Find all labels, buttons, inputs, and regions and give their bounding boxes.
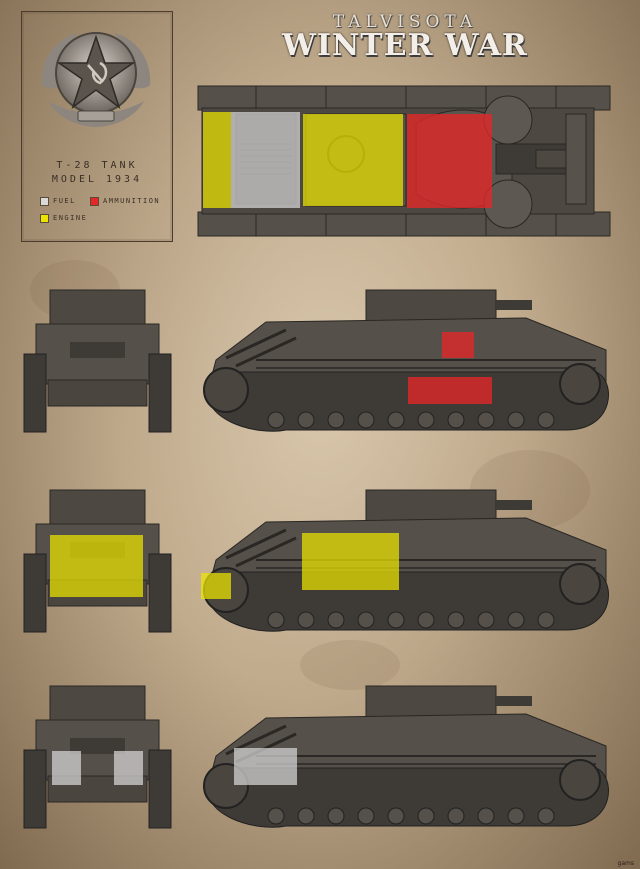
fuel-swatch — [40, 196, 49, 206]
soviet-star-emblem-icon — [41, 32, 151, 127]
side-engine-highlight-rear — [201, 573, 231, 599]
side-ammunition-highlight-hull — [408, 377, 492, 404]
tank-front-view-fuel — [23, 685, 172, 829]
side-ammunition-highlight-turret — [442, 332, 474, 358]
legend-item-fuel: FUEL — [40, 196, 76, 206]
side-engine-highlight — [302, 533, 399, 590]
top-engine-highlight — [303, 114, 403, 206]
tank-side-view-fuel — [203, 685, 609, 828]
legend-item-label: FUEL — [53, 197, 76, 205]
tank-side-view-engine — [203, 489, 609, 632]
legend-model-line2: MODEL 1934 — [51, 174, 143, 185]
paper-stain — [300, 640, 400, 690]
tank-side-view-ammo — [203, 289, 609, 432]
header-subtitle: TALVISOTA — [332, 12, 478, 32]
front-engine-highlight — [50, 535, 143, 597]
side-fuel-highlight — [234, 748, 297, 785]
legend-panel — [21, 11, 173, 242]
top-engine-highlight-rear — [203, 112, 231, 208]
engine-swatch — [40, 213, 49, 223]
legend-model-line1: T-28 TANK — [56, 160, 138, 171]
tank-front-view-ammo — [23, 289, 172, 433]
header-title: WINTER WAR — [282, 28, 528, 63]
artist-signature: gams — [617, 860, 634, 867]
legend-item-ammunition: AMMUNITION — [90, 196, 160, 206]
legend-item-engine: ENGINE — [40, 213, 87, 223]
front-fuel-highlight-left — [52, 751, 81, 785]
top-fuel-highlight — [231, 112, 300, 208]
top-ammunition-highlight — [407, 114, 492, 208]
ammunition-swatch — [90, 196, 99, 206]
legend-item-label: ENGINE — [53, 214, 88, 222]
front-fuel-highlight-right — [114, 751, 143, 785]
legend-item-label: AMMUNITION — [103, 197, 161, 205]
